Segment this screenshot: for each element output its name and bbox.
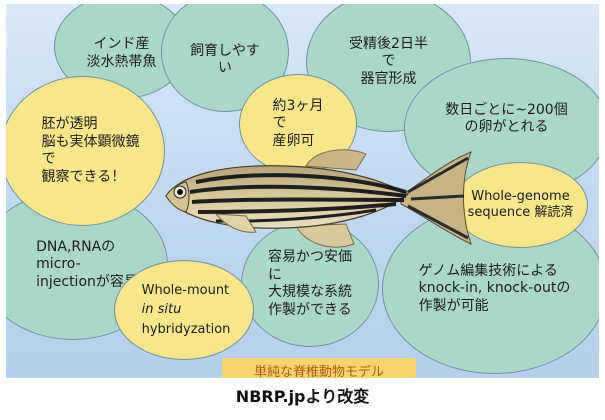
bubble-maturity-text: 約3ヶ月 で 産卵可 <box>272 97 324 149</box>
model-banner: 単純な脊椎動物モデル <box>222 358 416 378</box>
bubble-organ-text: 受精後2日半 で 器官形成 <box>349 35 428 87</box>
bubble-genome-text: Whole-genome sequence 解読済 <box>467 188 574 220</box>
zebrafish-illustration <box>165 149 472 248</box>
bubble-transparent: 胚が透明 脳も実体顕微鏡 で 観察できる！ <box>6 76 165 226</box>
model-banner-text: 単純な脊椎動物モデル <box>253 364 384 379</box>
bubble-eggs-text: 数日ごとに~200個 の卵がとれる <box>445 101 568 136</box>
bubble-microinjection-text: DNA,RNAの micro- injectionが容易 <box>36 238 138 290</box>
diagram-panel: インド産 淡水熱帯魚 飼育しやすい 受精後2日半 で 器官形成 数日ごとに~20… <box>6 4 599 378</box>
bubble-transparent-text: 胚が透明 脳も実体顕微鏡 で 観察できる！ <box>41 116 140 185</box>
bubble-india-text: インド産 淡水熱帯魚 <box>86 36 157 70</box>
insitu-line-2: in situ <box>141 302 182 318</box>
bubble-insitu: Whole-mount in situ hybridyzation <box>114 260 254 360</box>
bubble-insitu-text: Whole-mount in situ hybridyzation <box>132 281 237 340</box>
bubble-editing-text: ゲノム編集技術による knock-in, knock-outの 作製が可能 <box>418 262 571 314</box>
bubble-cheap: 容易かつ安価 に 大規模な系統 作製ができる <box>241 221 379 347</box>
insitu-line-3: hybridyzation <box>141 321 231 337</box>
source-credit: NBRP.jpより改変 <box>235 387 370 406</box>
bubble-easy-care-text: 飼育しやすい <box>190 42 260 77</box>
bubble-cheap-text: 容易かつ安価 に 大規模な系統 作製ができる <box>268 249 352 318</box>
bubble-genome: Whole-genome sequence 解読済 <box>453 162 588 248</box>
insitu-line-1: Whole-mount <box>141 282 230 298</box>
